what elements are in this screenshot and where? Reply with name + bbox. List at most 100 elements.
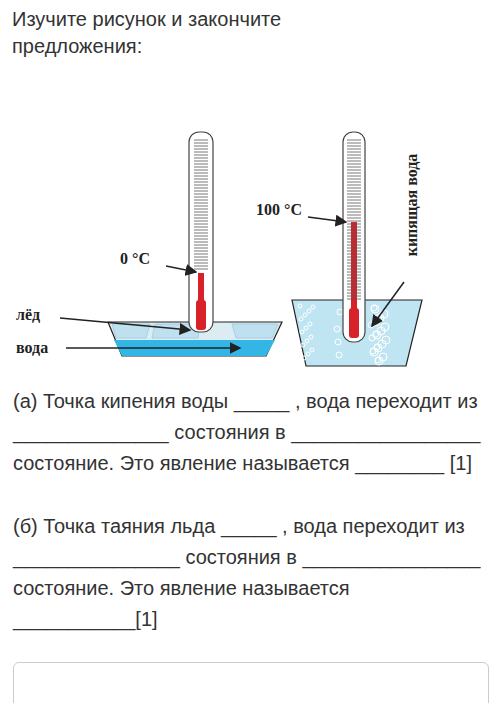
bubble xyxy=(375,357,381,363)
mercury-column xyxy=(351,222,357,312)
bubble xyxy=(301,343,305,347)
tick xyxy=(347,140,361,141)
tick xyxy=(347,221,361,222)
tick xyxy=(347,269,361,270)
tick xyxy=(347,200,361,201)
tick xyxy=(347,227,361,228)
tick xyxy=(347,182,361,183)
tick xyxy=(194,188,208,189)
tick xyxy=(347,230,361,231)
tick xyxy=(347,143,361,144)
bubble xyxy=(305,339,309,343)
bubble xyxy=(374,344,380,350)
part-label: кипящая вода xyxy=(403,154,421,257)
tick xyxy=(347,242,361,243)
tick xyxy=(347,299,361,300)
bubble xyxy=(302,356,306,360)
tick xyxy=(347,212,361,213)
tick xyxy=(194,197,208,198)
tick xyxy=(347,263,361,264)
tick xyxy=(194,179,208,180)
bubble xyxy=(335,339,341,345)
tick xyxy=(194,209,208,210)
tick xyxy=(194,215,208,216)
tick xyxy=(347,158,361,159)
tick xyxy=(347,257,361,258)
tick xyxy=(347,170,361,171)
tick xyxy=(194,140,208,141)
scale-ticks xyxy=(194,140,208,269)
bubble xyxy=(304,326,308,330)
tick xyxy=(194,158,208,159)
tick xyxy=(194,266,208,267)
tick xyxy=(194,257,208,258)
tick xyxy=(347,164,361,165)
temperature-label: 0 °C xyxy=(120,250,150,268)
tick xyxy=(194,224,208,225)
tick xyxy=(347,254,361,255)
tick xyxy=(347,281,361,282)
temperature-label: 100 °C xyxy=(256,201,302,219)
tick xyxy=(347,275,361,276)
tick xyxy=(194,236,208,237)
part-label: лёд xyxy=(16,306,40,324)
tick xyxy=(347,236,361,237)
answer-box xyxy=(13,662,489,703)
tick xyxy=(347,209,361,210)
tick xyxy=(347,290,361,291)
mercury-column xyxy=(198,273,204,302)
tick xyxy=(347,248,361,249)
tick xyxy=(347,179,361,180)
tick xyxy=(194,212,208,213)
tick xyxy=(347,167,361,168)
tick xyxy=(194,254,208,255)
bubble xyxy=(300,330,304,334)
tick xyxy=(347,245,361,246)
tick xyxy=(347,239,361,240)
tick xyxy=(194,206,208,207)
tick xyxy=(347,203,361,204)
bubble xyxy=(373,331,379,337)
bubble xyxy=(337,309,343,315)
tick xyxy=(347,218,361,219)
tick xyxy=(347,155,361,156)
question-text: (б) Точка таяния льда _____ , вода перех… xyxy=(13,511,483,635)
tick xyxy=(347,188,361,189)
tick xyxy=(194,263,208,264)
leader-arrow xyxy=(166,266,196,272)
tick xyxy=(194,242,208,243)
tick xyxy=(194,200,208,201)
tick xyxy=(194,155,208,156)
tick xyxy=(347,206,361,207)
bubble xyxy=(336,352,342,358)
tick xyxy=(194,191,208,192)
tick xyxy=(194,194,208,195)
leader-arrow xyxy=(60,318,190,330)
tick xyxy=(347,185,361,186)
bubble xyxy=(382,336,390,344)
tick xyxy=(347,215,361,216)
bubble xyxy=(298,304,302,308)
bubble xyxy=(371,305,379,313)
tick xyxy=(347,161,361,162)
tick xyxy=(347,152,361,153)
tick xyxy=(194,269,208,270)
leader-arrow xyxy=(308,217,346,222)
tick xyxy=(194,185,208,186)
tick xyxy=(347,173,361,174)
bubble xyxy=(311,305,315,309)
tick xyxy=(347,293,361,294)
thermometer-tube xyxy=(189,132,213,332)
tick xyxy=(347,194,361,195)
tick xyxy=(194,149,208,150)
tick xyxy=(194,230,208,231)
tick xyxy=(347,233,361,234)
tick xyxy=(347,176,361,177)
tick xyxy=(194,182,208,183)
tick xyxy=(194,233,208,234)
tick xyxy=(194,176,208,177)
tick xyxy=(194,146,208,147)
tick xyxy=(194,170,208,171)
bubble xyxy=(309,335,313,339)
scale-ticks xyxy=(347,140,361,299)
